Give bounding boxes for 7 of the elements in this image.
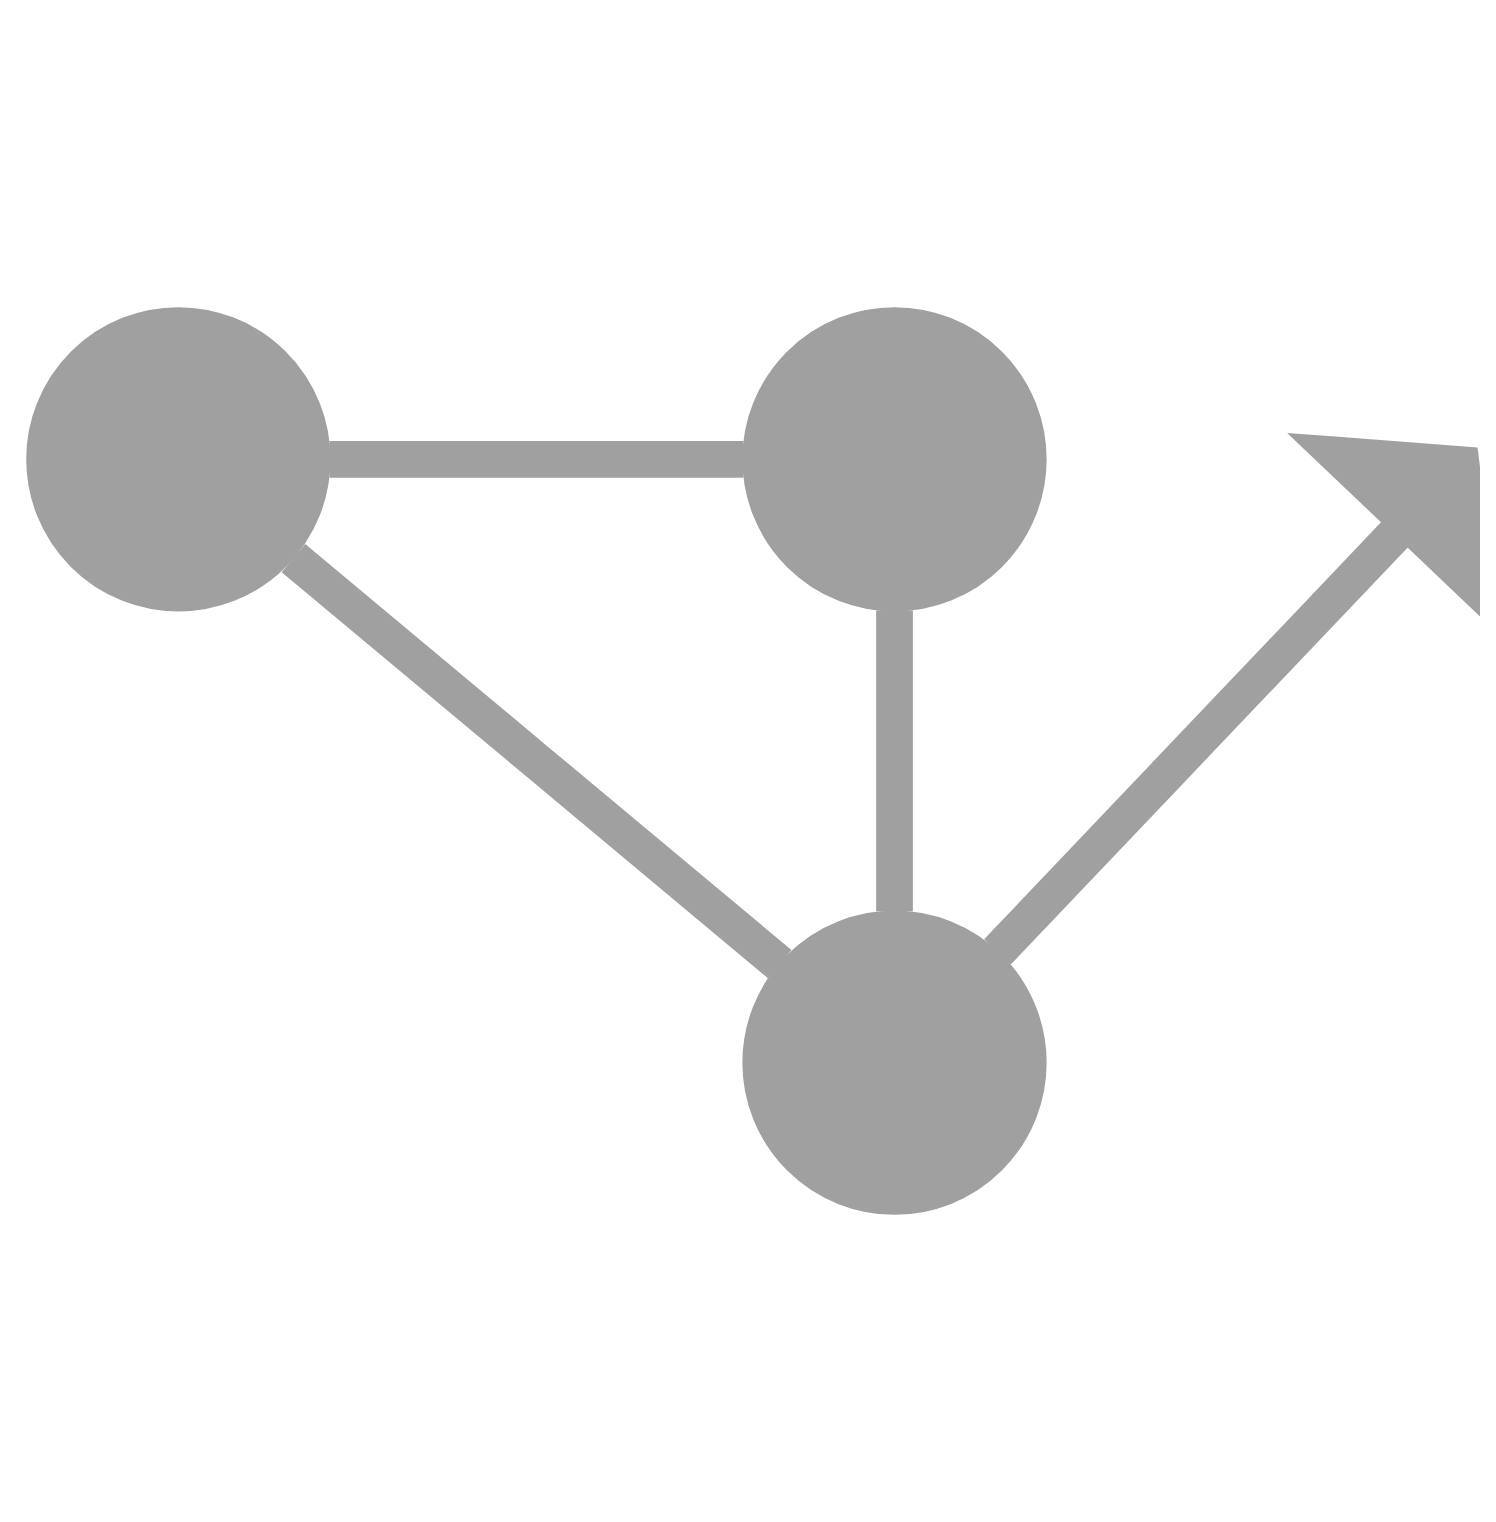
connector: [329, 440, 744, 478]
arrow: [984, 432, 1480, 965]
connector: [876, 610, 913, 912]
connector: [281, 543, 792, 979]
node-circle: [742, 910, 1047, 1215]
node-circle: [742, 307, 1047, 612]
node-circle: [26, 307, 331, 612]
